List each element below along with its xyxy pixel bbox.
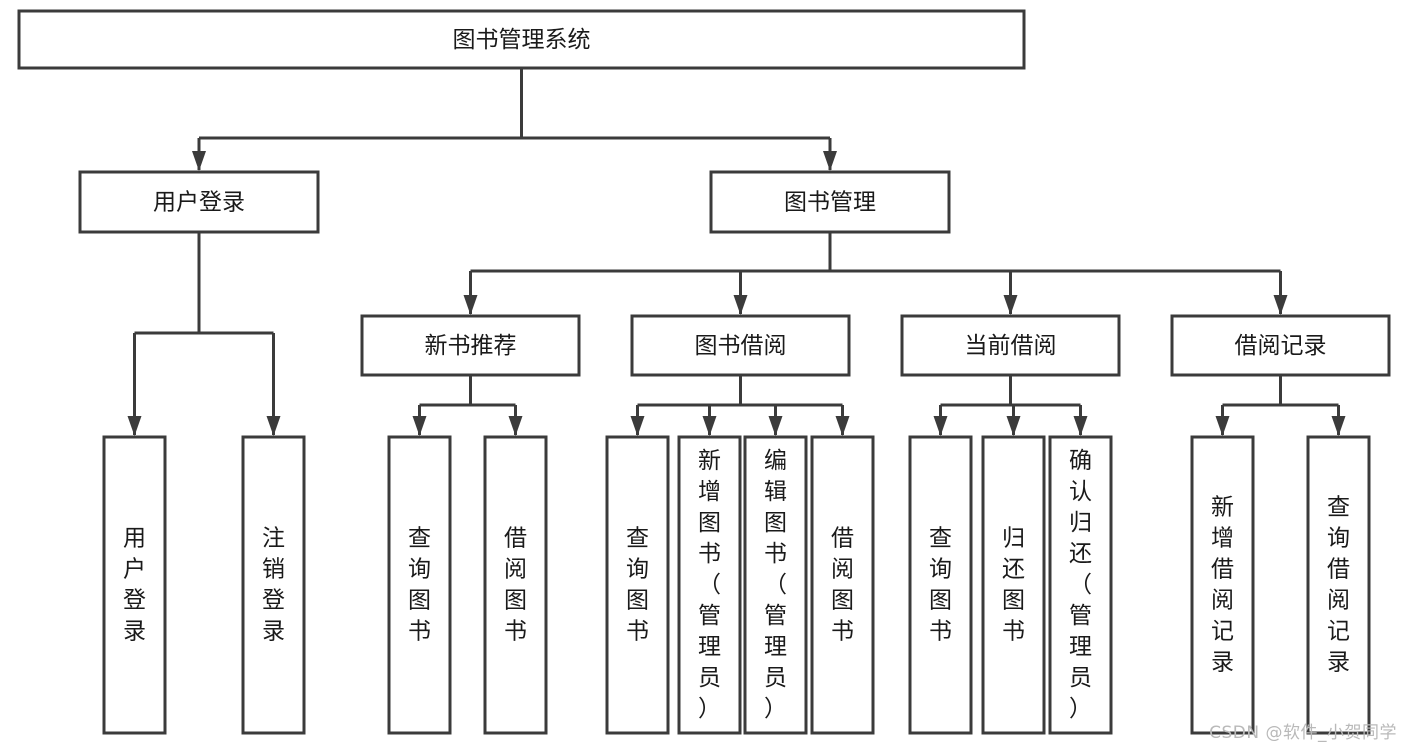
node-user-login[interactable]: 用户登录: [78, 170, 320, 234]
node-leaf-query-book-3[interactable]: 查询图书: [908, 435, 973, 735]
connector-layer: [127, 68, 1346, 436]
node-leaf-query-book-1-label: 查询图书: [408, 525, 431, 644]
connector-arrow-icon: [835, 416, 850, 436]
node-user-login-label: 用户登录: [153, 190, 245, 216]
connector-arrow-icon: [768, 416, 783, 436]
connector-arrow-icon: [508, 416, 523, 436]
connector-arrow-icon: [127, 416, 142, 436]
node-current-borrow-box[interactable]: [900, 314, 1121, 377]
node-book-manage-box[interactable]: [709, 170, 951, 234]
node-leaf-add-record[interactable]: 新增借阅记录: [1190, 435, 1255, 735]
node-leaf-query-book-3-label: 查询图书: [929, 525, 952, 644]
node-layer: 图书管理系统用户登录图书管理新书推荐图书借阅当前借阅借阅记录用户登录注销登录查询…: [17, 9, 1391, 735]
node-book-manage-label: 图书管理: [784, 190, 876, 216]
node-leaf-return-book-box[interactable]: [981, 435, 1046, 735]
node-leaf-borrow-book-2-label: 借阅图书: [831, 525, 854, 644]
node-leaf-add-record-box[interactable]: [1190, 435, 1255, 735]
node-leaf-edit-book-label: 编辑图书（管理员）: [764, 448, 787, 722]
connector-arrow-icon: [702, 416, 717, 436]
node-leaf-query-record-box[interactable]: [1306, 435, 1371, 735]
node-leaf-query-book-2[interactable]: 查询图书: [605, 435, 670, 735]
node-current-borrow-label: 当前借阅: [965, 333, 1057, 359]
connector-arrow-icon: [1006, 416, 1021, 436]
connector-arrow-icon: [1331, 416, 1346, 436]
node-leaf-borrow-book-1-box[interactable]: [483, 435, 548, 735]
node-root-book-management-system-box[interactable]: [17, 9, 1026, 70]
node-borrow-record-box[interactable]: [1170, 314, 1391, 377]
node-leaf-borrow-book-2[interactable]: 借阅图书: [810, 435, 875, 735]
node-leaf-query-record[interactable]: 查询借阅记录: [1306, 435, 1371, 735]
node-new-book-recommend-box[interactable]: [360, 314, 581, 377]
node-book-borrow[interactable]: 图书借阅: [630, 314, 851, 377]
connector-arrow-icon: [933, 416, 948, 436]
node-leaf-query-book-3-box[interactable]: [908, 435, 973, 735]
node-leaf-borrow-book-1[interactable]: 借阅图书: [483, 435, 548, 735]
node-leaf-user-login[interactable]: 用户登录: [102, 435, 167, 735]
connector-arrow-icon: [463, 295, 478, 315]
connector-arrow-icon: [630, 416, 645, 436]
connector-arrow-icon: [1073, 416, 1088, 436]
node-root-book-management-system[interactable]: 图书管理系统: [17, 9, 1026, 70]
connector-arrow-icon: [733, 295, 748, 315]
node-new-book-recommend[interactable]: 新书推荐: [360, 314, 581, 377]
node-leaf-confirm-return-box[interactable]: [1048, 435, 1113, 735]
node-leaf-add-book-box[interactable]: [677, 435, 742, 735]
node-leaf-add-record-label: 新增借阅记录: [1211, 494, 1234, 675]
connector-arrow-icon: [1273, 295, 1288, 315]
node-leaf-user-login-label: 用户登录: [123, 525, 146, 644]
node-leaf-confirm-return[interactable]: 确认归还（管理员）: [1048, 435, 1113, 735]
node-leaf-user-logout[interactable]: 注销登录: [241, 435, 306, 735]
node-leaf-borrow-book-1-label: 借阅图书: [504, 525, 527, 644]
node-leaf-return-book-label: 归还图书: [1002, 525, 1025, 644]
node-leaf-query-book-2-box[interactable]: [605, 435, 670, 735]
node-book-borrow-box[interactable]: [630, 314, 851, 377]
node-book-borrow-label: 图书借阅: [695, 333, 787, 359]
node-leaf-user-logout-label: 注销登录: [262, 525, 285, 644]
node-current-borrow[interactable]: 当前借阅: [900, 314, 1121, 377]
node-leaf-query-book-2-label: 查询图书: [626, 525, 649, 644]
node-leaf-edit-book[interactable]: 编辑图书（管理员）: [743, 435, 808, 735]
connector-arrow-icon: [192, 151, 206, 171]
node-book-manage[interactable]: 图书管理: [709, 170, 951, 234]
node-leaf-borrow-book-2-box[interactable]: [810, 435, 875, 735]
node-leaf-user-login-box[interactable]: [102, 435, 167, 735]
node-leaf-user-logout-box[interactable]: [241, 435, 306, 735]
connector-arrow-icon: [266, 416, 281, 436]
node-leaf-query-book-1[interactable]: 查询图书: [387, 435, 452, 735]
connector-arrow-icon: [823, 151, 837, 171]
connector-arrow-icon: [1003, 295, 1018, 315]
node-leaf-query-record-label: 查询借阅记录: [1327, 494, 1350, 675]
connector-arrow-icon: [1215, 416, 1230, 436]
node-leaf-add-book[interactable]: 新增图书（管理员）: [677, 435, 742, 735]
connector-arrow-icon: [412, 416, 427, 436]
node-borrow-record-label: 借阅记录: [1235, 333, 1327, 359]
node-leaf-return-book[interactable]: 归还图书: [981, 435, 1046, 735]
node-root-book-management-system-label: 图书管理系统: [453, 27, 591, 53]
node-user-login-box[interactable]: [78, 170, 320, 234]
watermark-text: CSDN @软件_小贺同学: [1209, 723, 1397, 743]
node-borrow-record[interactable]: 借阅记录: [1170, 314, 1391, 377]
node-leaf-confirm-return-label: 确认归还（管理员）: [1069, 448, 1092, 722]
node-leaf-query-book-1-box[interactable]: [387, 435, 452, 735]
node-leaf-add-book-label: 新增图书（管理员）: [698, 448, 721, 722]
node-leaf-edit-book-box[interactable]: [743, 435, 808, 735]
node-new-book-recommend-label: 新书推荐: [425, 333, 517, 359]
